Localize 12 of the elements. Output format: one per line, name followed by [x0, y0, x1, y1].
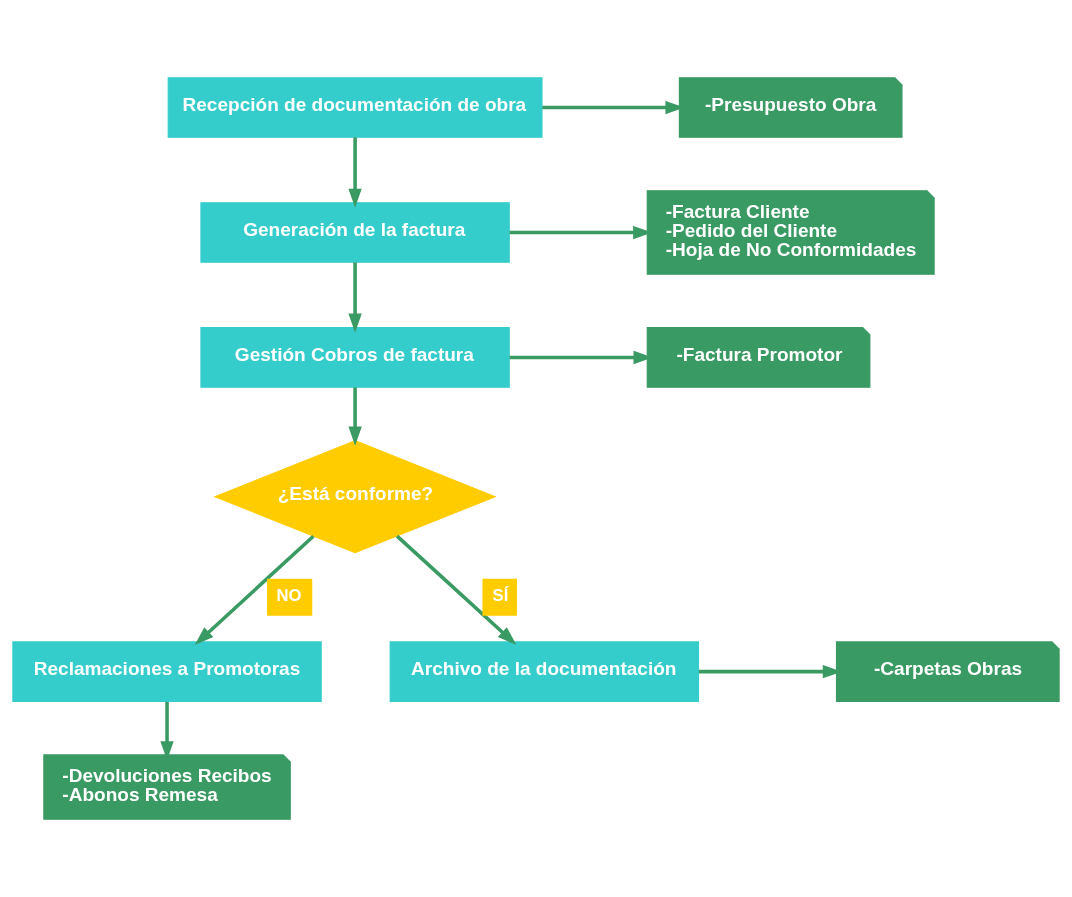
node-box: Archivo de la documentación — [389, 641, 700, 702]
arrow — [395, 534, 517, 646]
node-box: Recepción de documentación de obra — [167, 77, 543, 138]
edge-label: SÍ — [492, 586, 509, 606]
arrow — [348, 137, 362, 208]
arrow — [348, 387, 362, 446]
node-box: Reclamaciones a Promotoras — [12, 641, 322, 702]
node-diamond: ¿Está conforme? — [213, 440, 497, 554]
arrow — [348, 262, 362, 333]
node-box: Generación de la factura — [200, 202, 510, 263]
edge-label: NO — [276, 586, 302, 606]
node-box: Gestión Cobros de factura — [200, 327, 510, 388]
